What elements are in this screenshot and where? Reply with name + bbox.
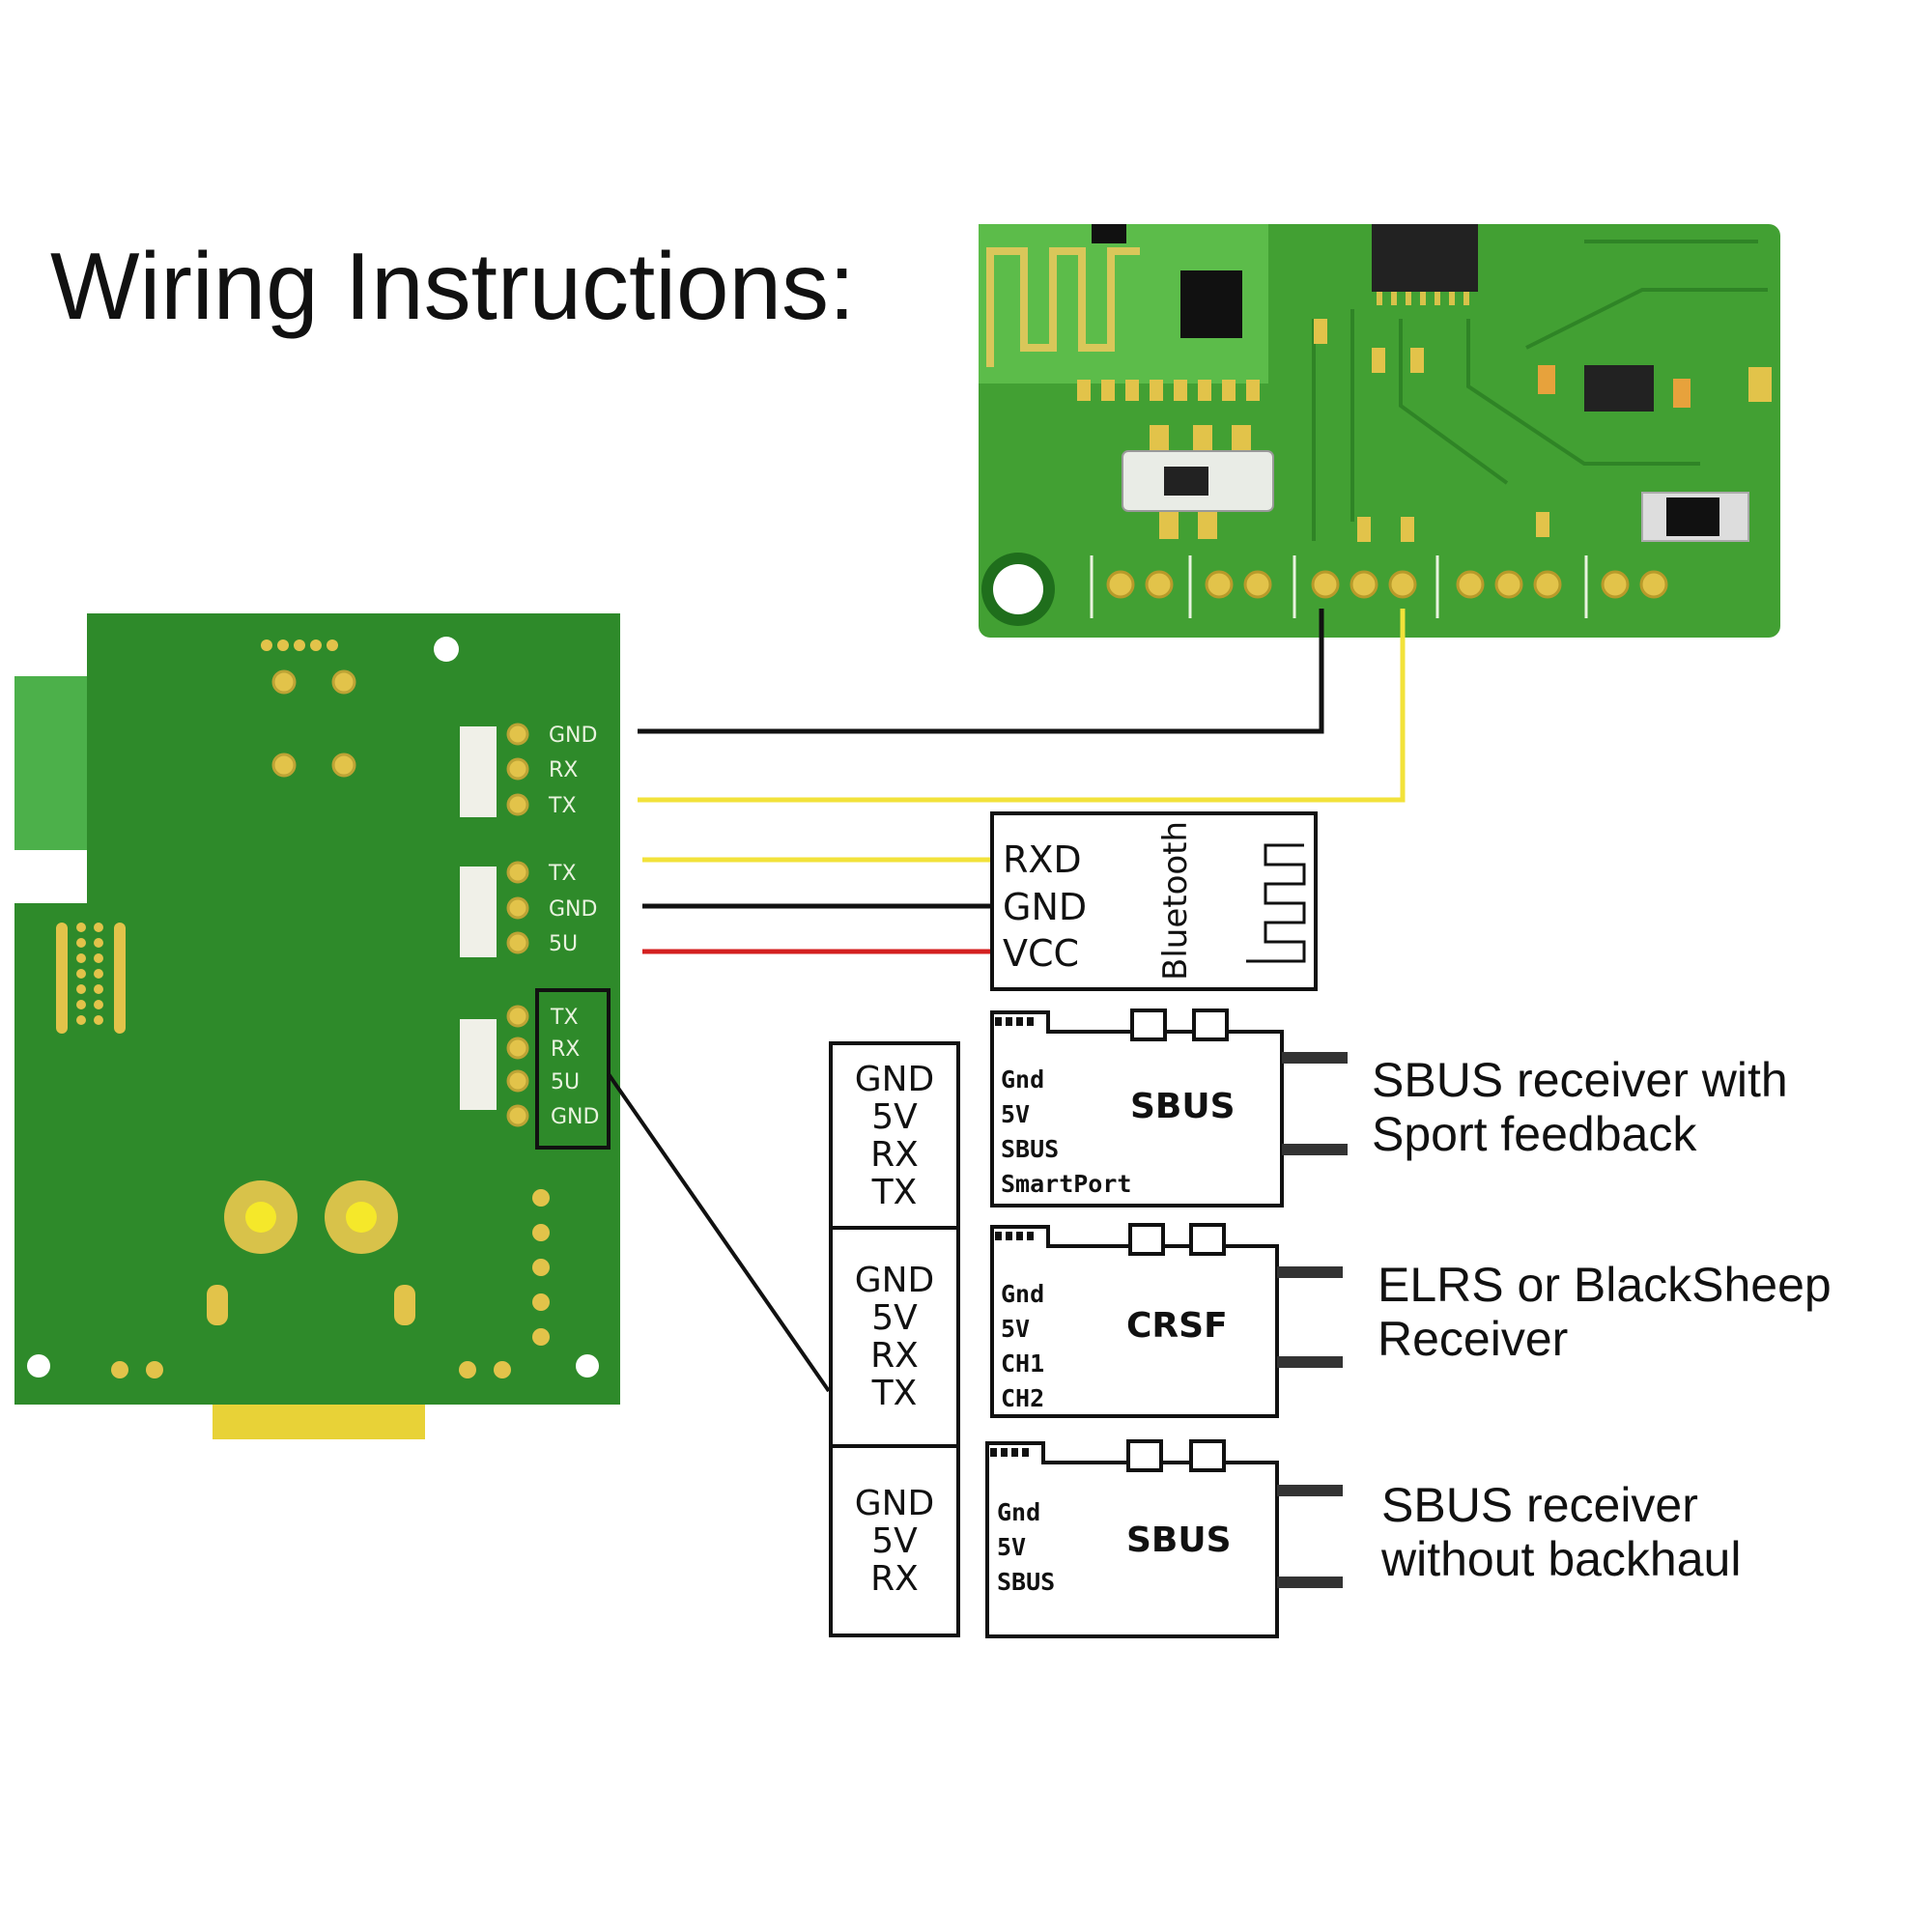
receiver-1-description: SBUS receiver with Sport feedback [1372,1053,1788,1161]
uart3-pin-labels: TX RX 5U GND [550,1006,599,1129]
side-connector-icon [14,676,92,850]
receiver-2-type: CRSF [1126,1306,1228,1346]
header-pin: GND [854,1059,935,1099]
module-pin: CH1 [1001,1350,1045,1378]
header-pin: TX [871,1172,918,1212]
module-pin: CH2 [1001,1384,1045,1412]
receiver-2-header-pins: GND 5V RX TX [829,1226,960,1448]
bt-pin-vcc: VCC [1003,932,1079,975]
page-title: Wiring Instructions: [50,233,856,339]
module-pin: 5V [1001,1100,1031,1128]
header-pin: GND [854,1483,935,1523]
wire-black-radio-gnd [638,609,1324,734]
module-pin: SBUS [1001,1135,1060,1163]
header-pin: 5V [871,1096,918,1137]
module-pin: SmartPort [1001,1170,1132,1198]
bt-pin-gnd: GND [1003,886,1087,928]
receiver-3-type: SBUS [1126,1520,1232,1560]
description-line: Receiver [1378,1312,1569,1366]
receiver-1-header-pins: GND 5V RX TX [829,1041,960,1230]
wires [607,609,1406,1393]
receiver-module-3 [985,1439,1343,1638]
header-pin: GND [854,1261,935,1300]
uart2-pin-label: 5U [549,932,578,956]
header-pin: RX [870,1336,919,1376]
flight-controller-board: GND RX TX TX GND 5U TX RX 5U GND [14,613,620,1439]
bt-label: Bluetooth [1156,821,1195,980]
uart3-highlight-box [535,988,611,1150]
module-pin: 5V [1001,1315,1031,1343]
leader-line-uart3 [607,1072,831,1393]
receiver-modules [985,1009,1348,1638]
bluetooth-module: RXD GND VCC Bluetooth [990,811,1318,991]
module-pin: Gnd [1001,1280,1045,1308]
module-pin: SBUS [997,1568,1056,1596]
description-line: SBUS receiver [1381,1478,1698,1532]
receiver-2-module-pins: Gnd 5V CH1 CH2 [1001,1277,1044,1416]
receiver-module-1 [990,1009,1348,1208]
receiver-3-header-pins: GND 5V RX [829,1444,960,1637]
uart2-pin-labels: TX GND 5U [548,862,597,956]
radio-module-header [1106,570,1668,599]
uart3-pin-label: RX [551,1037,580,1062]
uart3-pin-label: 5U [551,1070,580,1094]
receiver-module-2 [990,1223,1343,1418]
receiver-3-module-pins: Gnd 5V SBUS [997,1495,1055,1600]
bt-antenna-icon [1246,843,1306,963]
uart2-pin-label: TX [548,862,577,886]
receiver-1-type: SBUS [1130,1087,1236,1126]
rf-chip-icon [1180,270,1242,338]
description-line: Sport feedback [1372,1107,1697,1161]
header-pin: 5V [871,1520,918,1561]
module-pin: Gnd [997,1498,1041,1526]
uart1-pin-labels: GND RX TX [548,724,597,818]
uart1-pin-label: TX [548,794,577,818]
uart1-pin-label: GND [549,724,597,748]
uart3-pin-label: GND [551,1105,599,1129]
uart1-pin-label: RX [549,758,578,782]
header-pin: 5V [871,1298,918,1338]
wire-yellow-radio-tx [638,609,1406,803]
description-line: ELRS or BlackSheep [1378,1258,1832,1312]
antenna-trace-icon [986,247,1140,367]
uart2-pin-label: GND [549,897,597,922]
radio-module-board [979,224,1780,638]
receiver-3-description: SBUS receiver without backhaul [1381,1478,1741,1586]
header-pin: TX [871,1374,918,1413]
mcu-chip-icon [1372,224,1478,292]
regulator-icon [1584,365,1654,412]
module-pin: Gnd [1001,1065,1045,1094]
module-pin: 5V [997,1533,1027,1561]
receiver-2-description: ELRS or BlackSheep Receiver [1378,1258,1832,1366]
header-pin: RX [870,1558,919,1599]
uart3-pin-label: TX [550,1006,579,1030]
header-pin: RX [870,1134,919,1175]
bt-pin-rxd: RXD [1003,838,1082,881]
description-line: without backhaul [1381,1532,1742,1586]
receiver-1-module-pins: Gnd 5V SBUS SmartPort [1001,1063,1131,1202]
description-line: SBUS receiver with [1372,1053,1788,1107]
mounting-hole-icon [993,564,1043,614]
